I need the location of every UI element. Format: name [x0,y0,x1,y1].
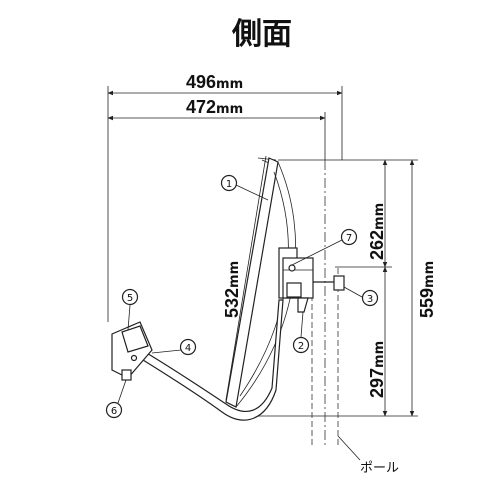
pole-callout: ポール [337,435,399,476]
lnb-connector [121,369,132,381]
height-total-unit: mm [422,261,437,288]
svg-text:5: 5 [127,293,133,304]
svg-text:4: 4 [185,343,191,354]
width-reflector-value: 472 [186,97,216,117]
pole [311,160,339,448]
svg-text:559mm: 559mm [417,261,437,318]
lnb-converter [111,321,153,381]
callout-2: 2 [292,311,310,354]
svg-text:472mm: 472mm [186,97,243,117]
svg-text:262mm: 262mm [367,203,387,260]
pole-label: ポール [360,461,399,476]
svg-text:1: 1 [226,179,232,190]
svg-text:496mm: 496mm [186,72,243,92]
svg-text:2: 2 [298,341,304,352]
height-reflector-unit: mm [227,261,242,288]
support-arm [142,299,284,421]
svg-text:297mm: 297mm [367,341,387,398]
width-reflector-dimension: 472mm [107,97,326,121]
height-reflector-value: 532 [222,288,242,318]
callout-4: 4 [151,338,197,356]
callout-6: 6 [105,379,127,419]
height-total-value: 559 [417,288,437,318]
mount-bracket [278,247,345,313]
width-total-unit: mm [216,77,243,92]
height-upper-dimension: 262mm [367,159,388,268]
height-upper-value: 262 [367,230,387,260]
bracket-bolt [288,264,296,272]
callout-1: 1 [220,174,269,201]
svg-text:532mm: 532mm [222,261,242,318]
width-total-dimension: 496mm [107,72,343,96]
height-lower-value: 297 [367,368,387,398]
height-upper-unit: mm [372,203,387,230]
height-total-dimension: 559mm [409,159,437,417]
height-lower-unit: mm [372,341,387,368]
svg-text:3: 3 [367,294,373,305]
callout-3: 3 [343,286,379,307]
height-lower-dimension: 297mm [367,266,388,417]
width-reflector-unit: mm [216,102,243,117]
width-total-value: 496 [186,72,216,92]
page-title: 側面 [231,17,292,52]
callout-7: 7 [291,228,358,266]
callout-5: 5 [121,288,139,331]
svg-text:7: 7 [346,233,352,244]
svg-text:6: 6 [111,406,117,417]
